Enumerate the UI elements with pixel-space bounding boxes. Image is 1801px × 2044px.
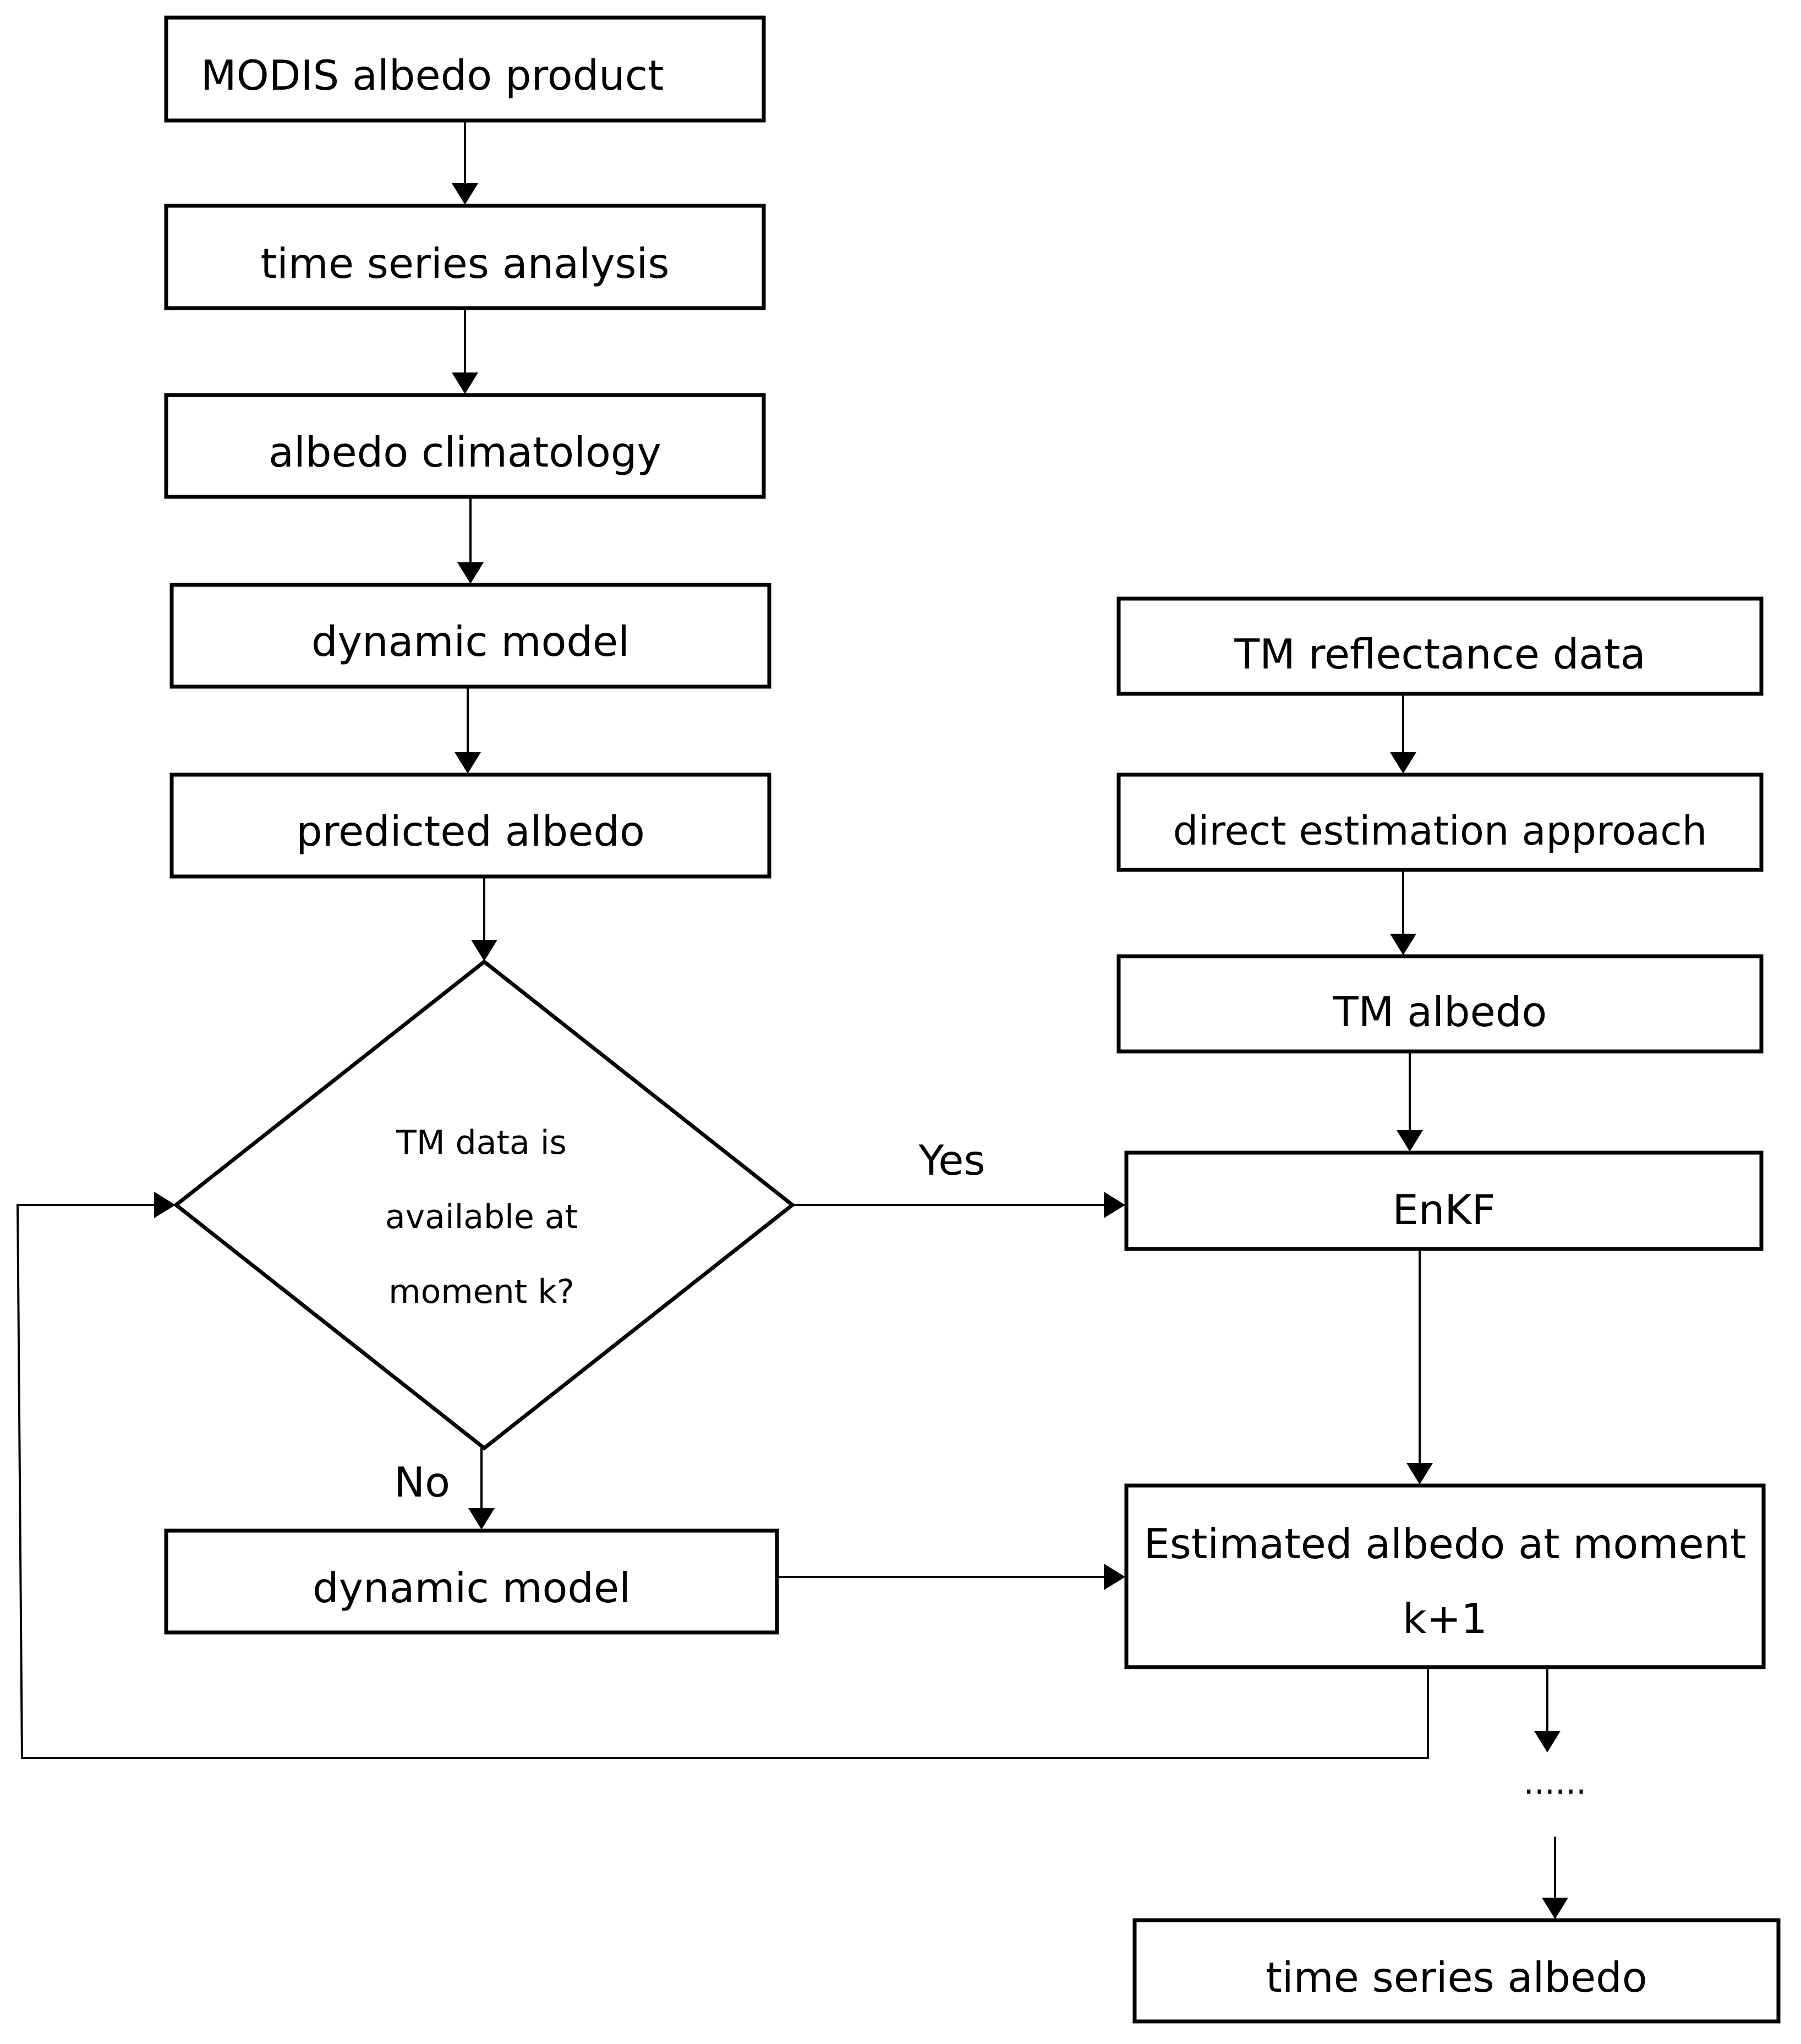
arrow-enkf-to-estimated [1406,1249,1433,1484]
time-series-analysis-box: time series analysis [164,204,766,310]
dynamic-model-box-1: dynamic model [169,583,771,689]
arrow-direct-to-tmalbedo [1390,870,1416,955]
arrow-estimated-to-ellipsis [1534,1667,1561,1752]
arrow-tmalbedo-to-enkf [1397,1051,1423,1152]
enkf-label: EnKF [1392,1186,1495,1234]
feedback-loop-connector [16,1192,1429,1759]
albedo-climatology-box: albedo climatology [164,393,766,499]
branch-no-label: No [394,1458,450,1506]
predicted-albedo-box: predicted albedo [169,772,771,879]
arrow-climatology-to-dynamic [457,497,484,584]
time-series-albedo-box: time series albedo [1132,1918,1781,2024]
continuation-ellipsis: ...... [1524,1763,1586,1802]
dynamic-model-label-1: dynamic model [311,617,629,666]
dynamic-model-label-2: dynamic model [313,1564,631,1612]
arrow-decision-no-to-dynamic [468,1448,495,1530]
decision-diamond: TM data is available at moment k? [173,959,796,1451]
estimated-albedo-box: Estimated albedo at moment k+1 [1124,1483,1766,1669]
arrow-decision-yes-to-enkf [792,1192,1125,1218]
arrow-tsa-to-climatology [452,308,478,394]
estimated-albedo-line-2: k+1 [1403,1594,1487,1643]
time-series-albedo-label: time series albedo [1266,1953,1647,2002]
arrow-ellipsis-to-timeseries [1542,1837,1568,1919]
decision-line-3: moment k? [388,1273,574,1311]
direct-estimation-approach-label: direct estimation approach [1173,808,1707,854]
predicted-albedo-label: predicted albedo [296,807,645,856]
arrow-dynamic-to-predicted [455,687,481,774]
tm-reflectance-data-label: TM reflectance data [1234,630,1645,678]
tm-albedo-box: TM albedo [1116,954,1764,1054]
arrow-modis-to-tsa [452,120,478,205]
arrow-reflectance-to-direct [1390,694,1416,774]
modis-albedo-product-box: MODIS albedo product [164,15,766,123]
estimated-albedo-line-1: Estimated albedo at moment [1144,1520,1747,1568]
tm-albedo-label: TM albedo [1333,988,1547,1036]
tm-reflectance-data-box: TM reflectance data [1116,596,1764,696]
direct-estimation-approach-box: direct estimation approach [1116,772,1764,872]
arrow-dynamic-to-estimated [777,1564,1125,1590]
branch-yes-label: Yes [918,1136,985,1185]
enkf-box: EnKF [1124,1150,1764,1251]
albedo-climatology-label: albedo climatology [269,428,661,476]
dynamic-model-box-2: dynamic model [164,1528,779,1635]
arrow-predicted-to-decision [471,876,497,961]
modis-albedo-product-label: MODIS albedo product [201,51,664,100]
decision-line-2: available at [385,1198,578,1236]
decision-line-1: TM data is [396,1124,567,1162]
time-series-analysis-label: time series analysis [261,239,670,288]
